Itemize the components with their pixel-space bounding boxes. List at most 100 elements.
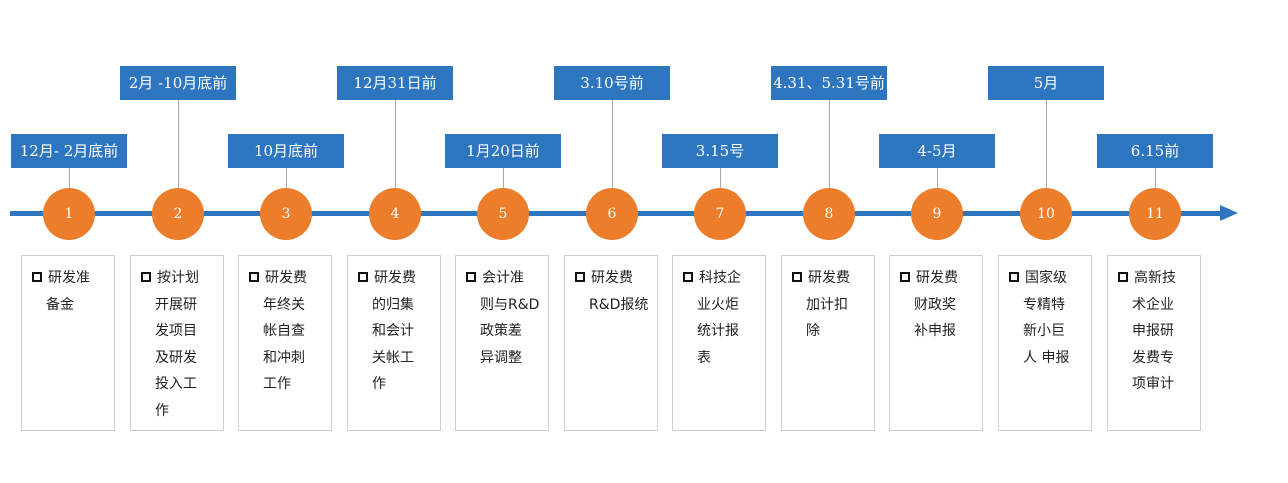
- task-text: 年终关: [263, 296, 305, 313]
- checkbox-bullet-icon: [1118, 271, 1128, 282]
- milestone-number-circle: 4: [369, 188, 421, 240]
- task-text-line: 研发费: [247, 265, 325, 292]
- task-text: 术企业: [1132, 296, 1174, 313]
- task-text-line: 则与R&D: [464, 292, 542, 319]
- task-text: 表: [697, 349, 711, 366]
- milestone-date-label: 2月 -10月底前: [120, 66, 236, 100]
- task-text-line: 申报研: [1116, 318, 1194, 345]
- milestone-connector: [69, 168, 70, 188]
- milestone-task-card: 研发费财政奖补申报: [889, 255, 983, 431]
- task-text-line: 人 申报: [1007, 345, 1085, 372]
- milestone-task-card: 研发费年终关帐自查和冲刺工作: [238, 255, 332, 431]
- task-text: 科技企: [699, 270, 741, 286]
- task-text: 则与R&D: [480, 296, 540, 313]
- milestone-date-label: 3.15号: [662, 134, 778, 168]
- task-text: 研发费: [916, 270, 958, 286]
- task-text: 的归集: [372, 296, 414, 313]
- task-text-line: 投入工: [139, 371, 217, 398]
- task-text: 作: [372, 376, 386, 392]
- task-text: 统计报: [697, 323, 739, 339]
- task-text: R&D报统: [589, 296, 649, 313]
- task-text: 研发费: [808, 270, 850, 286]
- task-text-line: 补申报: [898, 318, 976, 345]
- task-text-line: 发项目: [139, 318, 217, 345]
- milestone-connector: [178, 100, 179, 188]
- checkbox-bullet-icon: [249, 271, 259, 282]
- milestone-connector: [937, 168, 938, 188]
- task-text-line: 研发准: [30, 265, 108, 292]
- task-text: 人 申报: [1023, 349, 1070, 366]
- task-text: 发项目: [155, 323, 197, 339]
- task-text-line: R&D报统: [573, 292, 651, 319]
- task-text: 项审计: [1132, 376, 1174, 392]
- milestone-task-card: 研发费的归集和会计关帐工作: [347, 255, 441, 431]
- milestone-date-label: 5月: [988, 66, 1104, 100]
- task-text-line: 帐自查: [247, 318, 325, 345]
- task-text-line: 研发费: [356, 265, 434, 292]
- milestone-date-label: 3.10号前: [554, 66, 670, 100]
- milestone-number-circle: 9: [911, 188, 963, 240]
- task-text: 政策差: [480, 323, 522, 339]
- checkbox-bullet-icon: [792, 271, 802, 282]
- task-text-line: 作: [356, 371, 434, 398]
- milestone-date-label: 6.15前: [1097, 134, 1213, 168]
- milestone-date-label: 4-5月: [879, 134, 995, 168]
- timeline-arrowhead: [1220, 205, 1238, 221]
- milestone-number-circle: 2: [152, 188, 204, 240]
- task-text-line: 研发费: [898, 265, 976, 292]
- task-text: 财政奖: [914, 296, 956, 313]
- task-text-line: 的归集: [356, 292, 434, 319]
- milestone-number-circle: 3: [260, 188, 312, 240]
- task-text-line: 工作: [247, 371, 325, 398]
- task-text-line: 专精特: [1007, 292, 1085, 319]
- task-text: 业火炬: [697, 296, 739, 313]
- milestone-task-card: 研发费加计扣除: [781, 255, 875, 431]
- checkbox-bullet-icon: [466, 271, 476, 282]
- milestone-task-card: 高新技术企业申报研发费专项审计: [1107, 255, 1201, 431]
- milestone-task-card: 研发准备金: [21, 255, 115, 431]
- task-text-line: 开展研: [139, 292, 217, 319]
- milestone-connector: [829, 100, 830, 188]
- milestone-connector: [286, 168, 287, 188]
- task-text-line: 异调整: [464, 345, 542, 372]
- checkbox-bullet-icon: [575, 271, 585, 282]
- milestone-task-card: 按计划开展研发项目及研发投入工作: [130, 255, 224, 431]
- task-text-line: 新小巨: [1007, 318, 1085, 345]
- task-text: 投入工: [155, 376, 197, 392]
- milestone-connector: [395, 100, 396, 188]
- task-text: 发费专: [1132, 349, 1174, 366]
- task-text: 高新技: [1134, 270, 1176, 286]
- task-text-line: 高新技: [1116, 265, 1194, 292]
- task-text: 会计准: [482, 270, 524, 286]
- milestone-number-circle: 1: [43, 188, 95, 240]
- milestone-number-circle: 11: [1129, 188, 1181, 240]
- task-text-line: 备金: [30, 292, 108, 319]
- milestone-connector: [1046, 100, 1047, 188]
- milestone-task-card: 科技企业火炬统计报表: [672, 255, 766, 431]
- checkbox-bullet-icon: [683, 271, 693, 282]
- milestone-date-label: 1月20日前: [445, 134, 561, 168]
- task-text: 研发费: [265, 270, 307, 286]
- milestone-connector: [1155, 168, 1156, 188]
- milestone-connector: [503, 168, 504, 188]
- task-text-line: 加计扣: [790, 292, 868, 319]
- checkbox-bullet-icon: [1009, 271, 1019, 282]
- task-text: 研发准: [48, 270, 90, 286]
- task-text-line: 术企业: [1116, 292, 1194, 319]
- task-text-line: 统计报: [681, 318, 759, 345]
- task-text-line: 政策差: [464, 318, 542, 345]
- milestone-number-circle: 7: [694, 188, 746, 240]
- task-text-line: 及研发: [139, 345, 217, 372]
- checkbox-bullet-icon: [900, 271, 910, 282]
- task-text: 工作: [263, 376, 291, 392]
- task-text: 按计划: [157, 270, 199, 286]
- task-text-line: 按计划: [139, 265, 217, 292]
- task-text-line: 和会计: [356, 318, 434, 345]
- task-text-line: 国家级: [1007, 265, 1085, 292]
- task-text-line: 项审计: [1116, 371, 1194, 398]
- task-text: 及研发: [155, 349, 197, 366]
- task-text-line: 财政奖: [898, 292, 976, 319]
- task-text: 备金: [46, 296, 74, 313]
